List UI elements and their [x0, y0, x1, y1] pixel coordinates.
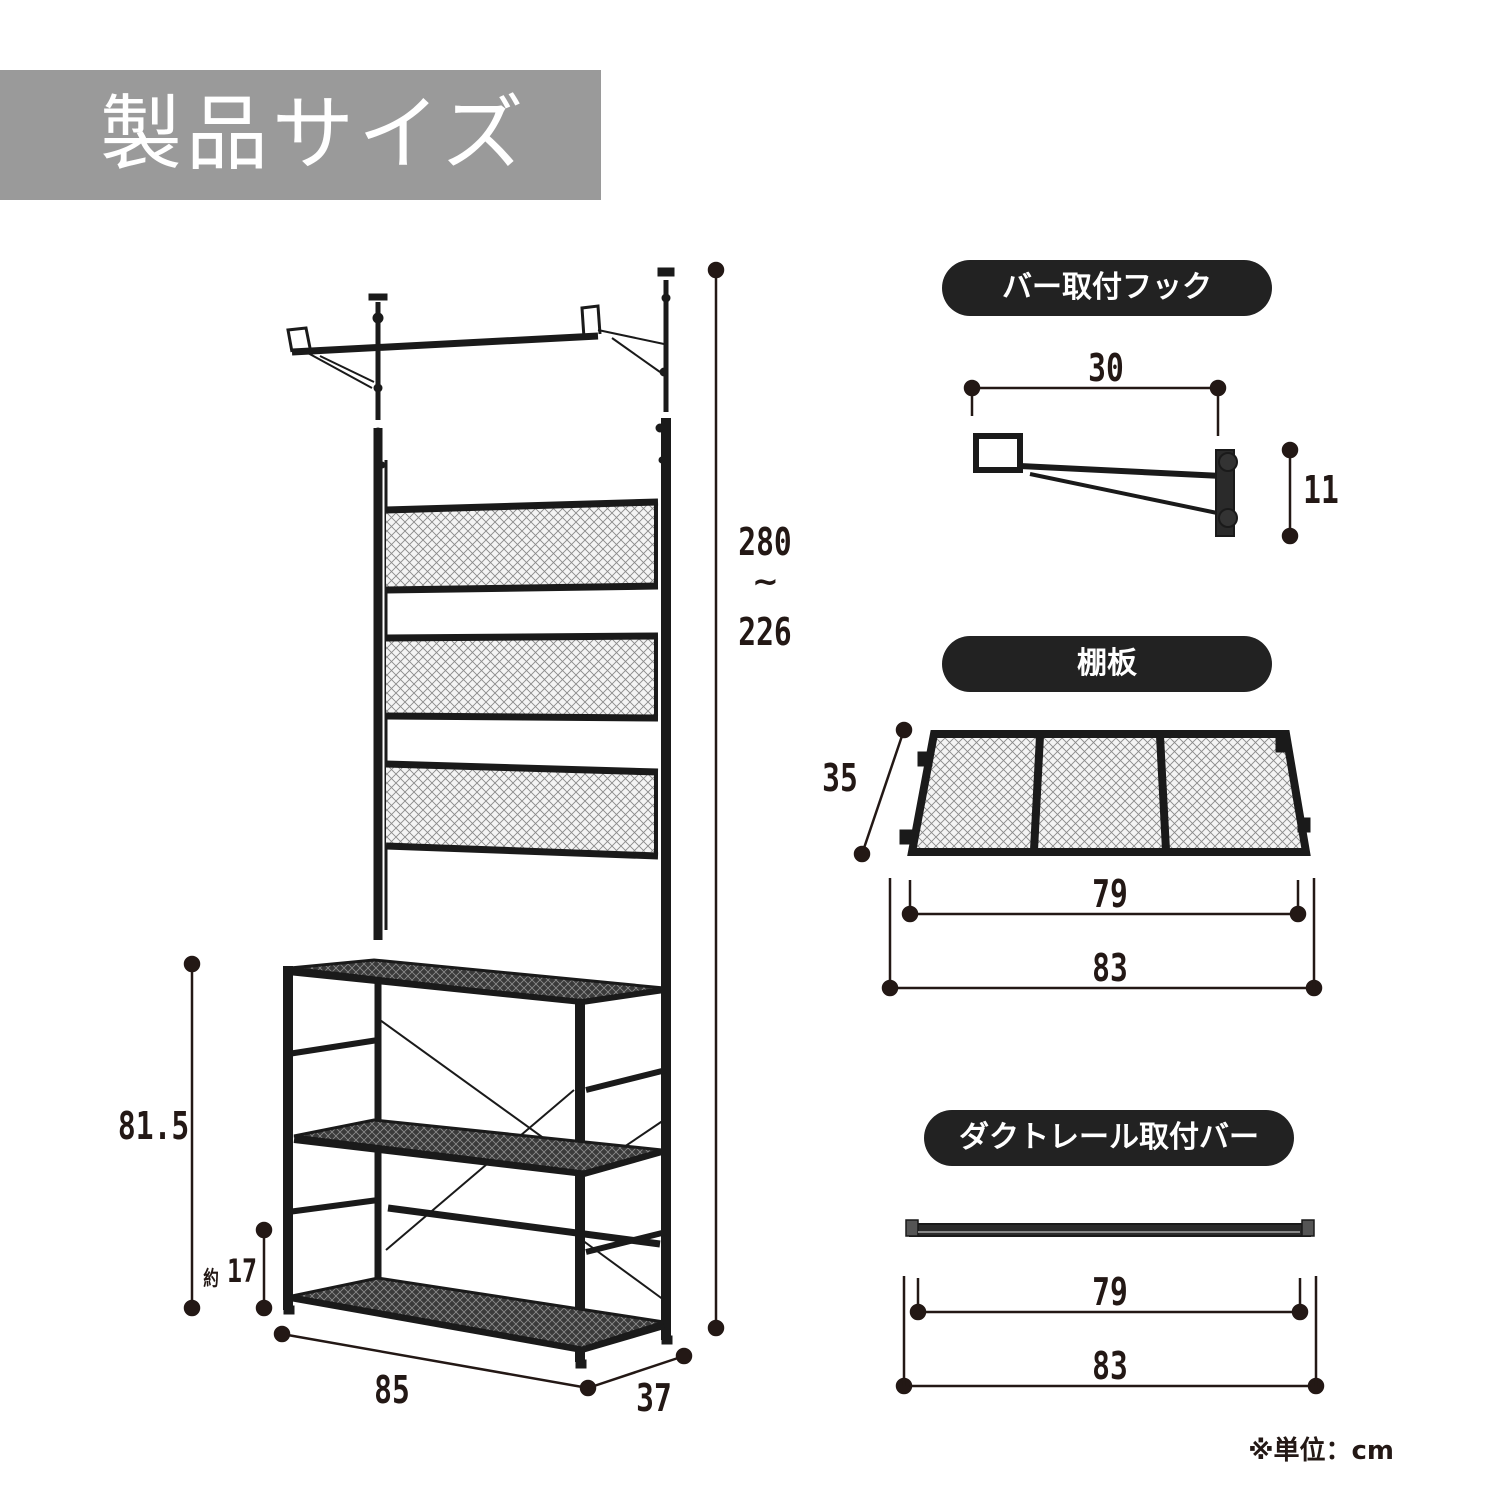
rack-width: 85: [374, 1368, 410, 1412]
page-title: 製品サイズ: [100, 87, 528, 182]
rack-height-separator: ~: [752, 562, 779, 600]
mesh-panel-3: [385, 760, 659, 860]
rack-counter-height: 81.5: [117, 1104, 190, 1148]
rack-bottom-gap-prefix: 約: [203, 1266, 219, 1290]
shelf-depth: 35: [822, 756, 858, 800]
mesh-panel-1: [385, 498, 659, 594]
tension-pole-right: [655, 267, 675, 1340]
hook-dimension-lines: [963, 379, 1299, 545]
shelf-inner-width: 79: [1092, 872, 1128, 916]
hook-height: 11: [1303, 468, 1339, 512]
unit-note: ※単位：cm: [1248, 1436, 1394, 1466]
duct-bar-inner-width: 79: [1092, 1270, 1128, 1314]
rack-bottom-gap: 17: [226, 1252, 258, 1290]
rack-height-max: 280: [738, 520, 792, 564]
hook-width: 30: [1088, 346, 1124, 390]
rack-top-shelf: [287, 958, 665, 1005]
base-rack-frame: [283, 966, 667, 1362]
duct-bar-dimension-lines: [895, 1276, 1325, 1395]
rack-dimension-lines: [183, 261, 725, 1397]
shelf-outer-width: 83: [1092, 946, 1128, 990]
top-hanging-bar: [286, 304, 665, 389]
shelf-label-pill: 棚板: [942, 636, 1272, 692]
duct-bar-label-pill: ダクトレール取付バー: [924, 1110, 1294, 1166]
mesh-panel-2: [385, 632, 659, 722]
hook-label-pill: バー取付フック: [942, 260, 1272, 316]
hook-drawing: [973, 433, 1238, 537]
duct-bar-drawing: [905, 1219, 1315, 1237]
rack-middle-shelf: [293, 1118, 663, 1177]
duct-bar-outer-width: 83: [1092, 1344, 1128, 1388]
rack-drawing: [283, 267, 675, 1369]
rack-depth: 37: [636, 1376, 672, 1420]
title-banner: 製品サイズ: [0, 70, 601, 200]
shelf-dimension-lines: [853, 721, 1323, 997]
tension-pole-left: [368, 293, 388, 940]
rack-height-min: 226: [738, 610, 792, 654]
shelf-board-drawing: [899, 730, 1311, 856]
rack-bottom-shelf: [289, 1276, 665, 1353]
